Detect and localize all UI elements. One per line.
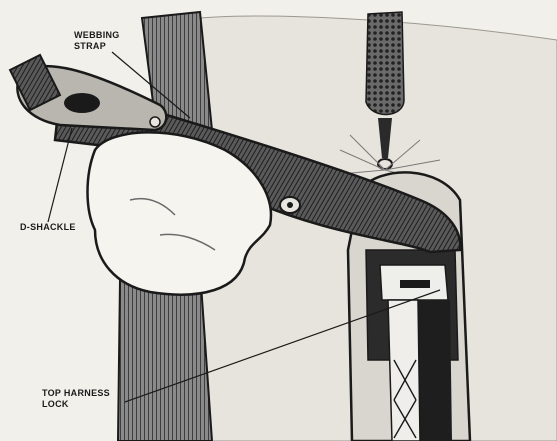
lock-strap-dark [418, 300, 452, 441]
vertical-strap-bottom [118, 270, 212, 441]
webbing-strap-label: WEBBING STRAP [74, 30, 120, 52]
top-harness-lock-label-line-1: TOP HARNESS [42, 388, 110, 399]
webbing-strap-label-line-1: WEBBING [74, 30, 120, 41]
webbing-strap-label-line-2: STRAP [74, 41, 120, 52]
top-harness-lock-label: TOP HARNESS LOCK [42, 388, 110, 410]
top-harness-lock-label-line-2: LOCK [42, 399, 110, 410]
d-shackle-label: D-SHACKLE [20, 222, 76, 233]
knitted-tab [366, 12, 404, 115]
